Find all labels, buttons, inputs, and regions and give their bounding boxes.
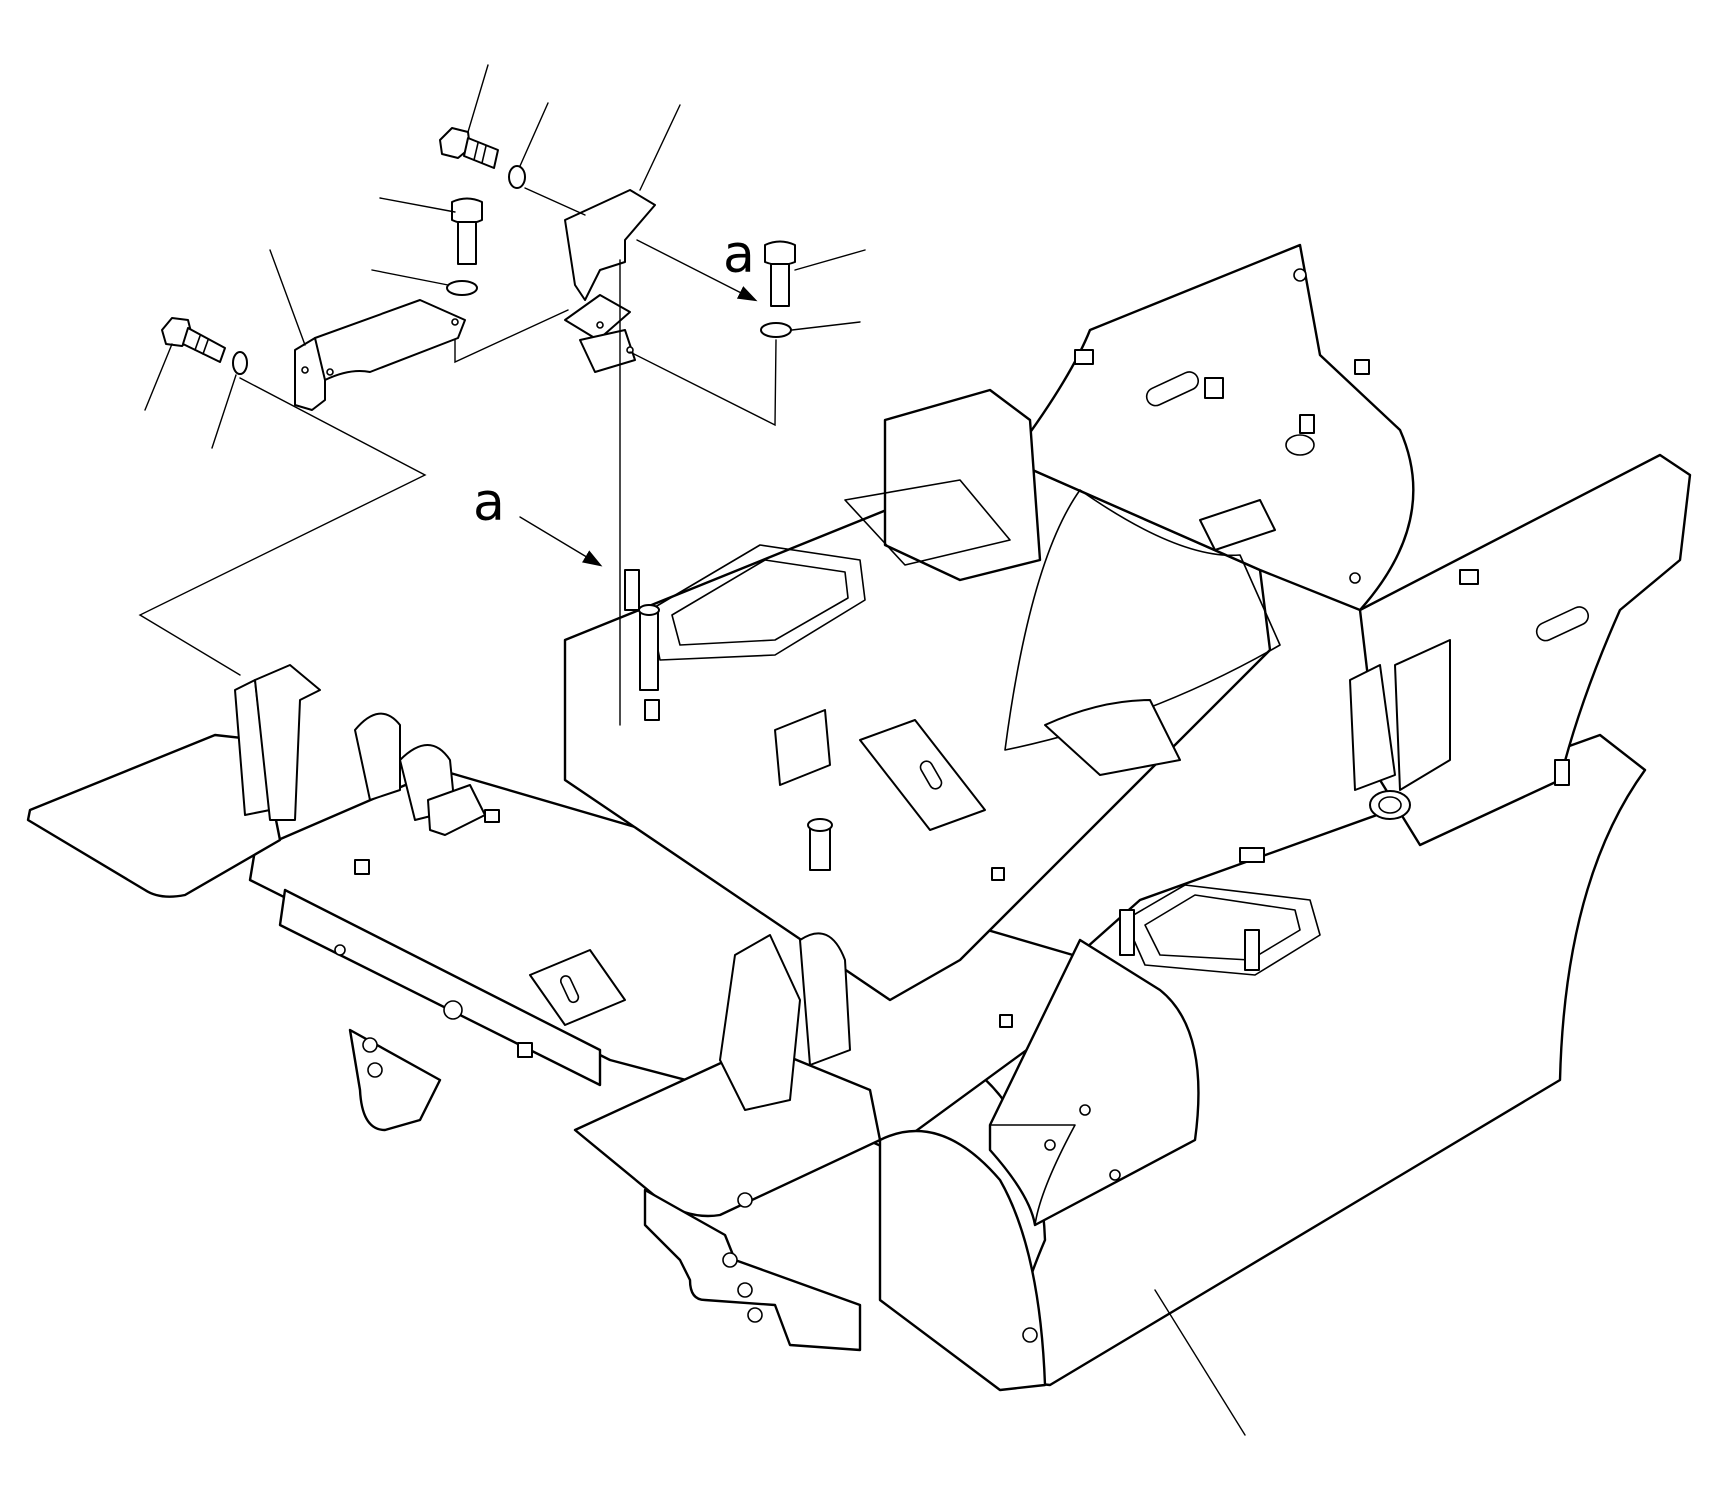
bracket-upper xyxy=(564,189,656,373)
washer-1 xyxy=(508,165,526,189)
callout-leaders xyxy=(144,64,1246,1436)
washer-3 xyxy=(760,322,792,338)
clip-front xyxy=(427,784,486,836)
callout-label: a xyxy=(473,473,505,533)
exploded-parts xyxy=(161,127,796,836)
callout-a-top: a xyxy=(636,225,758,302)
callout-a-mid: a xyxy=(473,473,603,567)
assembly-lines xyxy=(138,187,777,726)
bracket-left xyxy=(294,299,466,411)
callout-label: a xyxy=(723,225,755,285)
bolt-4 xyxy=(161,317,226,363)
bolt-2 xyxy=(451,197,483,265)
bolt-3 xyxy=(764,240,796,307)
washer-2 xyxy=(446,280,478,296)
bolt-1 xyxy=(439,127,499,169)
washer-4 xyxy=(232,351,248,375)
